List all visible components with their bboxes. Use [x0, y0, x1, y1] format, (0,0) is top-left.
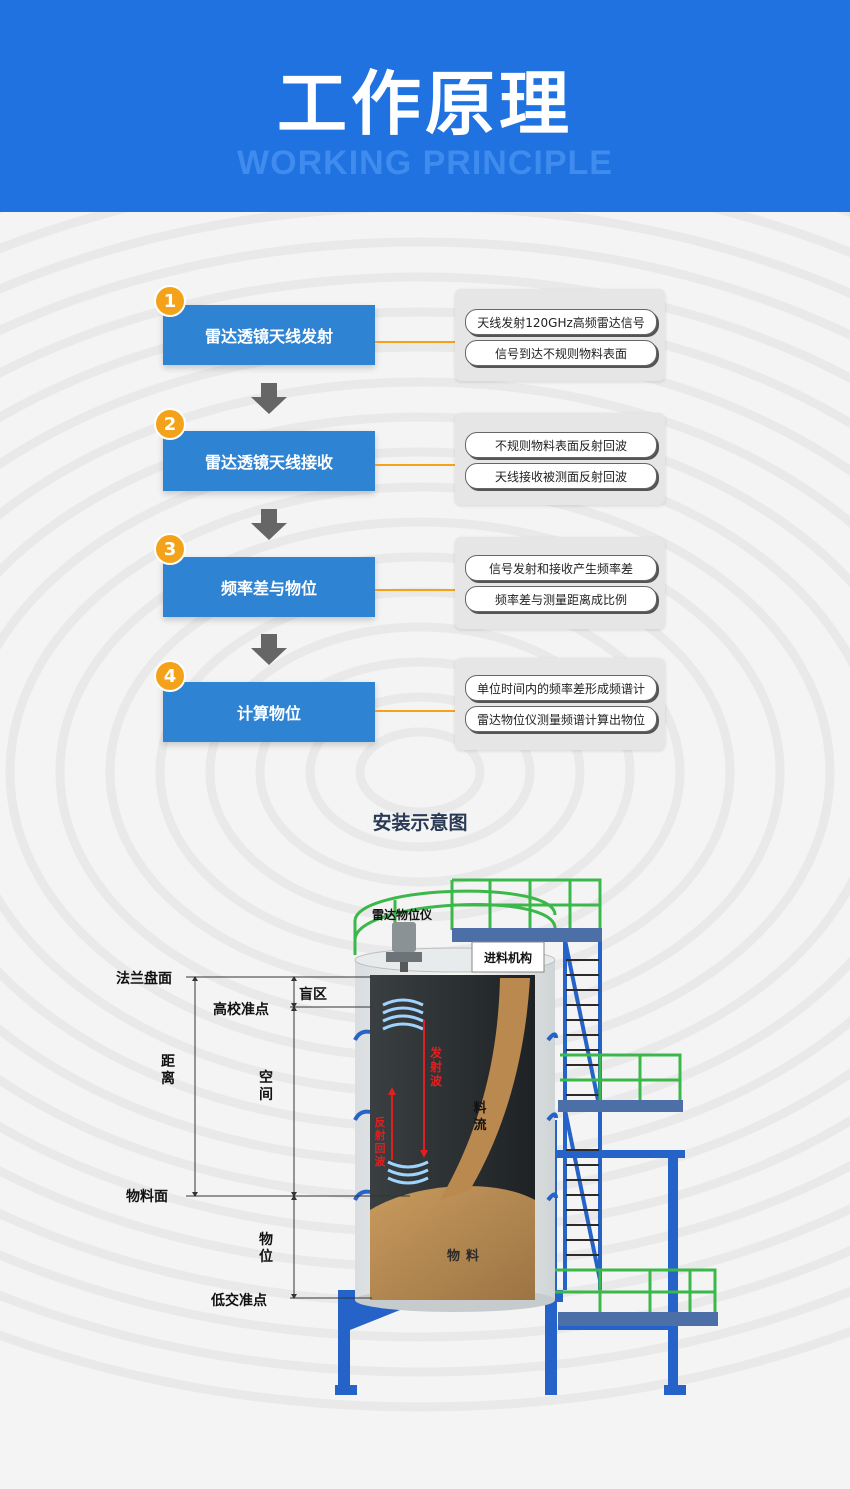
step-number-badge: 2 — [154, 408, 186, 440]
step-2: 雷达透镜天线接收 2 不规则物料表面反射回波 天线接收被测面反射回波 — [0, 408, 850, 511]
detail-item: 天线接收被测面反射回波 — [465, 463, 657, 489]
echo-arrow-head-icon — [388, 1087, 396, 1095]
label-blind-zone: 盲区 — [299, 987, 327, 1003]
step-4: 计算物位 4 单位时间内的频率差形成频谱计 雷达物位仪测量频谱计算出物位 — [0, 658, 850, 762]
label-high-point: 高校准点 — [213, 1002, 269, 1018]
detail-panel: 不规则物料表面反射回波 天线接收被测面反射回波 — [455, 413, 665, 505]
feed-mechanism-box — [471, 941, 545, 973]
dimension-lines — [186, 976, 410, 1299]
diagram-title: 安装示意图 — [372, 812, 468, 834]
label-feed: 进料机构 — [484, 951, 533, 965]
detail-panel: 天线发射120GHz高频雷达信号 信号到达不规则物料表面 — [455, 289, 665, 381]
radar-wave-pattern — [382, 998, 429, 1185]
page-subtitle: WORKING PRINCIPLE — [237, 144, 613, 182]
safety-railing — [353, 878, 717, 1315]
page-title: 工作原理 — [277, 63, 573, 145]
step-3: 频率差与物位 3 信号发射和接收产生频率差 频率差与测量距离成比例 — [0, 533, 850, 637]
label-echo-wave: 反射回波 — [374, 1116, 386, 1168]
detail-item: 频率差与测量距离成比例 — [465, 586, 657, 612]
connector-line — [375, 341, 455, 343]
step-label: 频率差与物位 — [163, 557, 375, 617]
detail-item: 雷达物位仪测量频谱计算出物位 — [465, 706, 657, 732]
step-label: 计算物位 — [163, 682, 375, 742]
label-material: 物料 — [447, 1249, 486, 1264]
label-space: 空间 — [259, 1070, 273, 1103]
silo-interior — [370, 975, 535, 1300]
connector-line — [375, 464, 455, 466]
step-1: 雷达透镜天线发射 1 天线发射120GHz高频雷达信号 信号到达不规则物料表面 — [0, 285, 850, 385]
installation-diagram — [186, 878, 718, 1395]
step-number-badge: 1 — [154, 285, 186, 317]
label-distance: 距离 — [161, 1054, 175, 1087]
label-radar: 雷达物位仪 — [372, 908, 433, 922]
connector-line — [375, 710, 455, 712]
down-arrow-icon — [251, 634, 287, 665]
platforms — [452, 928, 718, 1326]
detail-item: 不规则物料表面反射回波 — [465, 432, 657, 458]
step-number-badge: 4 — [154, 660, 186, 692]
detail-item: 信号发射和接收产生频率差 — [465, 555, 657, 581]
staircase — [563, 939, 602, 1290]
radar-level-meter-icon — [386, 922, 422, 972]
step-number-badge: 3 — [154, 533, 186, 565]
detail-panel: 信号发射和接收产生频率差 频率差与测量距离成比例 — [455, 537, 665, 629]
label-material-surface: 物料面 — [126, 1189, 168, 1205]
detail-item: 天线发射120GHz高频雷达信号 — [465, 309, 657, 335]
step-label: 雷达透镜天线接收 — [163, 431, 375, 491]
label-low-point: 低交准点 — [211, 1293, 267, 1309]
connector-line — [375, 589, 455, 591]
dimension-arrow-icons — [192, 976, 297, 1299]
label-emit-wave: 发射波 — [429, 1046, 442, 1088]
label-flow: 料流 — [473, 1101, 487, 1133]
label-level: 物位 — [259, 1232, 273, 1265]
header-banner: 工作原理 WORKING PRINCIPLE — [0, 0, 850, 212]
step-label: 雷达透镜天线发射 — [163, 305, 375, 365]
detail-item: 单位时间内的频率差形成频谱计 — [465, 675, 657, 701]
detail-item: 信号到达不规则物料表面 — [465, 340, 657, 366]
label-flange: 法兰盘面 — [116, 971, 172, 987]
detail-panel: 单位时间内的频率差形成频谱计 雷达物位仪测量频谱计算出物位 — [455, 658, 665, 750]
emit-arrow-head-icon — [420, 1150, 428, 1158]
down-arrow-icon — [251, 509, 287, 540]
down-arrow-icon — [251, 383, 287, 414]
